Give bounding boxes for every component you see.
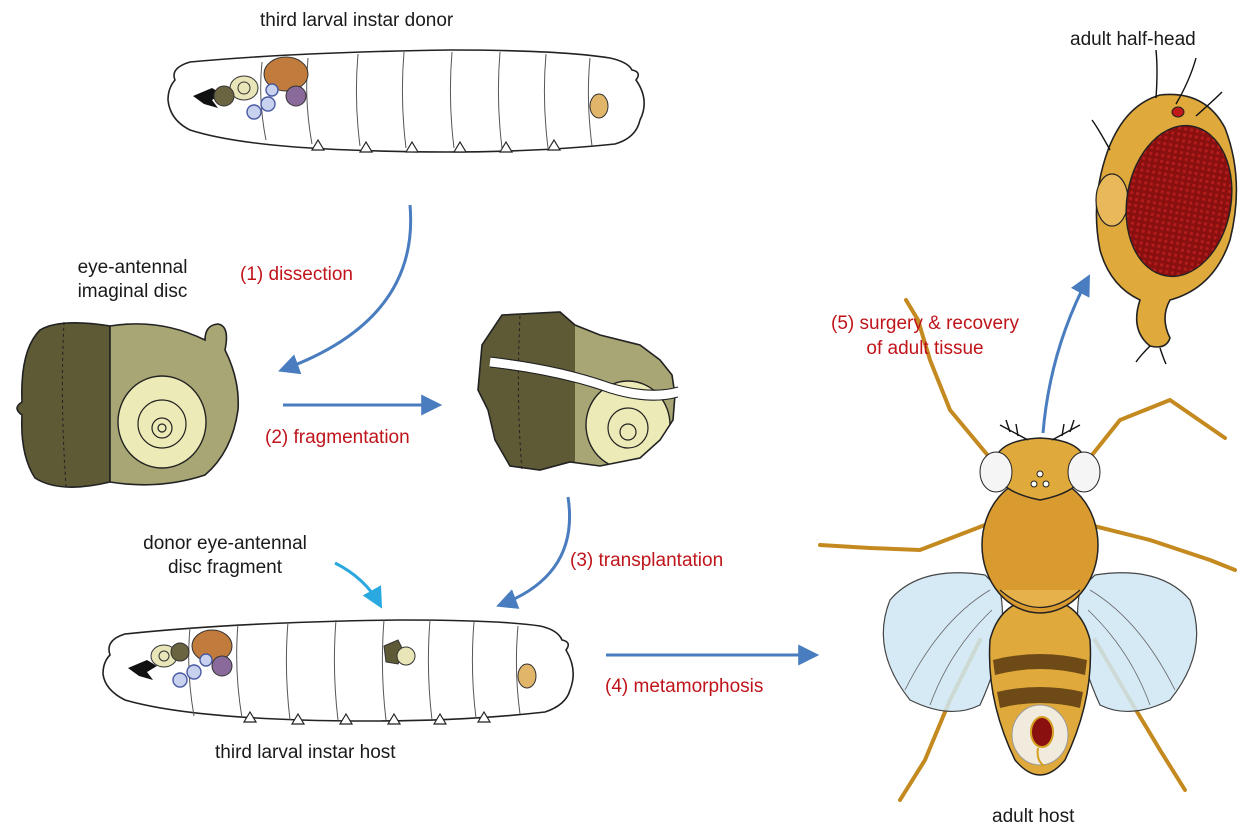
- eye-antennal-disc: [17, 322, 238, 487]
- step-dissection: (1) dissection: [240, 263, 353, 288]
- fragment-label-line1: donor eye-antennal: [100, 532, 350, 556]
- adult-half-head: [1092, 50, 1243, 364]
- disc-label-line1: eye-antennal: [30, 256, 235, 280]
- transplantation-arrow: [500, 497, 570, 605]
- host-larva: [103, 620, 573, 724]
- disc-label-line2: imaginal disc: [30, 280, 235, 304]
- host-larva-label: third larval instar host: [215, 741, 396, 765]
- adult-host-fly: [820, 300, 1235, 800]
- adult-host-label: adult host: [992, 805, 1074, 829]
- fragmented-disc: [470, 300, 685, 480]
- donor-larva-label: third larval instar donor: [260, 9, 453, 33]
- step-surgery-line2: of adult tissue: [790, 337, 1060, 362]
- fragment-label-line2: disc fragment: [100, 556, 350, 580]
- half-head-label: adult half-head: [1070, 28, 1196, 52]
- step-surgery-line1: (5) surgery & recovery: [790, 312, 1060, 337]
- step-metamorphosis: (4) metamorphosis: [605, 675, 763, 700]
- donor-larva: [168, 50, 644, 152]
- disc-label: eye-antennal imaginal disc: [30, 256, 235, 304]
- fragment-label: donor eye-antennal disc fragment: [100, 532, 350, 580]
- step-surgery: (5) surgery & recovery of adult tissue: [790, 312, 1060, 361]
- step-transplantation: (3) transplantation: [570, 549, 723, 574]
- step-fragmentation: (2) fragmentation: [265, 426, 410, 451]
